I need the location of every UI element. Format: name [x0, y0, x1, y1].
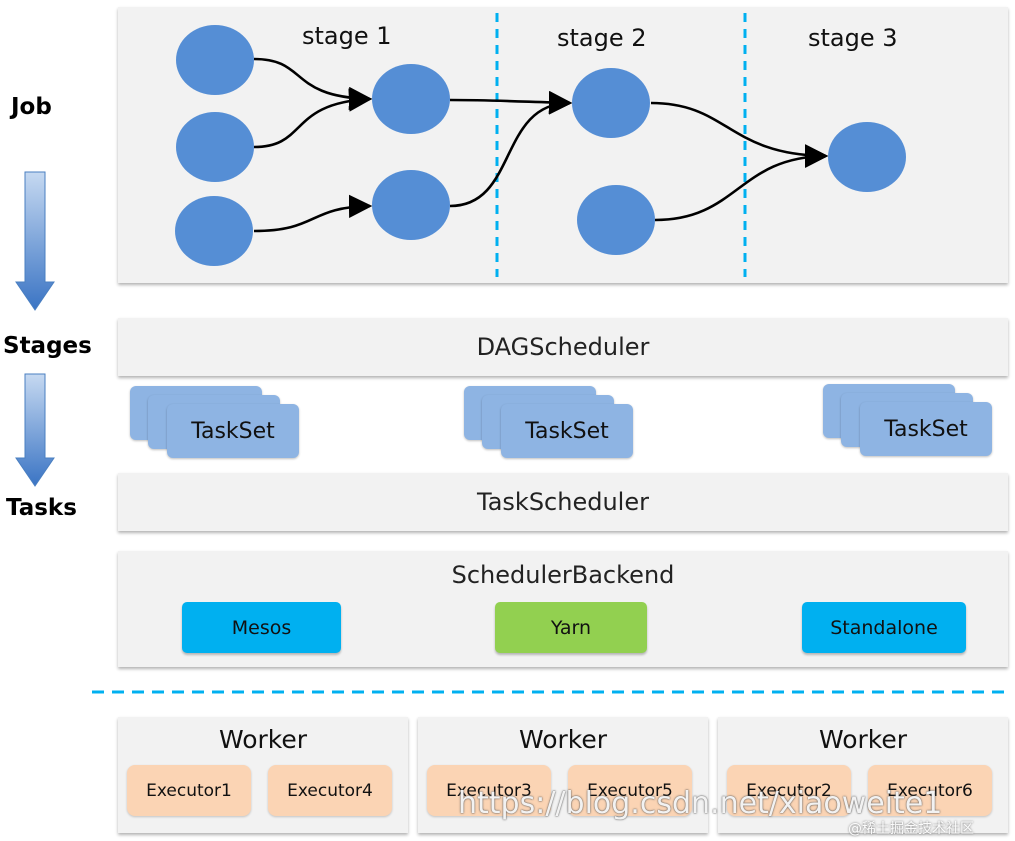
stage-3-label: stage 3: [808, 24, 898, 52]
executor-card: Executor4: [268, 765, 392, 816]
taskset-card-front: TaskSet: [501, 404, 633, 458]
edge-c-e: [253, 194, 373, 233]
url-watermark: https://blog.csdn.net/xiaoweite1: [458, 786, 943, 821]
yarn-button[interactable]: Yarn: [495, 602, 647, 653]
taskset-stack-2: TaskSet: [464, 386, 636, 458]
cluster-divider: [92, 690, 1010, 694]
rdd-node-c: [175, 196, 253, 266]
executor-card: Executor5: [568, 765, 692, 816]
rdd-node-a: [176, 25, 254, 95]
task-scheduler-label: TaskScheduler: [477, 488, 649, 516]
worker-title: Worker: [518, 725, 608, 754]
edge-f-h: [650, 101, 829, 168]
task-scheduler-bar: TaskScheduler: [118, 473, 1008, 531]
edge-b-d: [253, 88, 373, 149]
dag-scheduler-label: DAGScheduler: [476, 333, 650, 361]
rdd-node-e: [372, 170, 450, 240]
job-label: Job: [11, 94, 52, 120]
worker-title: Worker: [818, 725, 908, 754]
mesos-button[interactable]: Mesos: [182, 602, 341, 653]
stages-label: Stages: [3, 333, 92, 359]
edge-e-f: [449, 91, 573, 208]
rdd-node-b: [176, 112, 254, 182]
taskset-card-front: TaskSet: [860, 402, 992, 456]
rdd-node-d: [372, 64, 450, 134]
executor-card: Executor2: [727, 765, 851, 816]
taskset-card-front: TaskSet: [167, 404, 299, 458]
tasks-label: Tasks: [6, 495, 77, 521]
rdd-node-f: [572, 68, 650, 138]
taskset-stack-1: TaskSet: [130, 386, 302, 458]
rdd-node-h: [828, 122, 906, 192]
edge-d-f: [449, 90, 573, 115]
dag-scheduler-bar: DAGScheduler: [118, 318, 1008, 376]
stages-to-tasks-arrow-icon: [15, 373, 55, 487]
worker-title: Worker: [218, 725, 308, 754]
taskset-stack-3: TaskSet: [823, 384, 995, 456]
stage-1-label: stage 1: [302, 22, 392, 50]
standalone-button[interactable]: Standalone: [802, 602, 966, 653]
executor-card: Executor3: [427, 765, 551, 816]
edge-a-d: [253, 57, 373, 111]
executor-card: Executor1: [127, 765, 251, 816]
rdd-node-g: [577, 185, 655, 255]
job-dag-diagram: [175, 13, 906, 277]
executor-card: Executor6: [868, 765, 992, 816]
job-to-stages-arrow-icon: [15, 171, 55, 311]
stage-2-label: stage 2: [557, 24, 647, 52]
scheduler-backend-label: SchedulerBackend: [451, 561, 675, 589]
edge-g-h: [654, 144, 829, 222]
community-watermark: @稀土掘金技术社区: [848, 821, 974, 837]
